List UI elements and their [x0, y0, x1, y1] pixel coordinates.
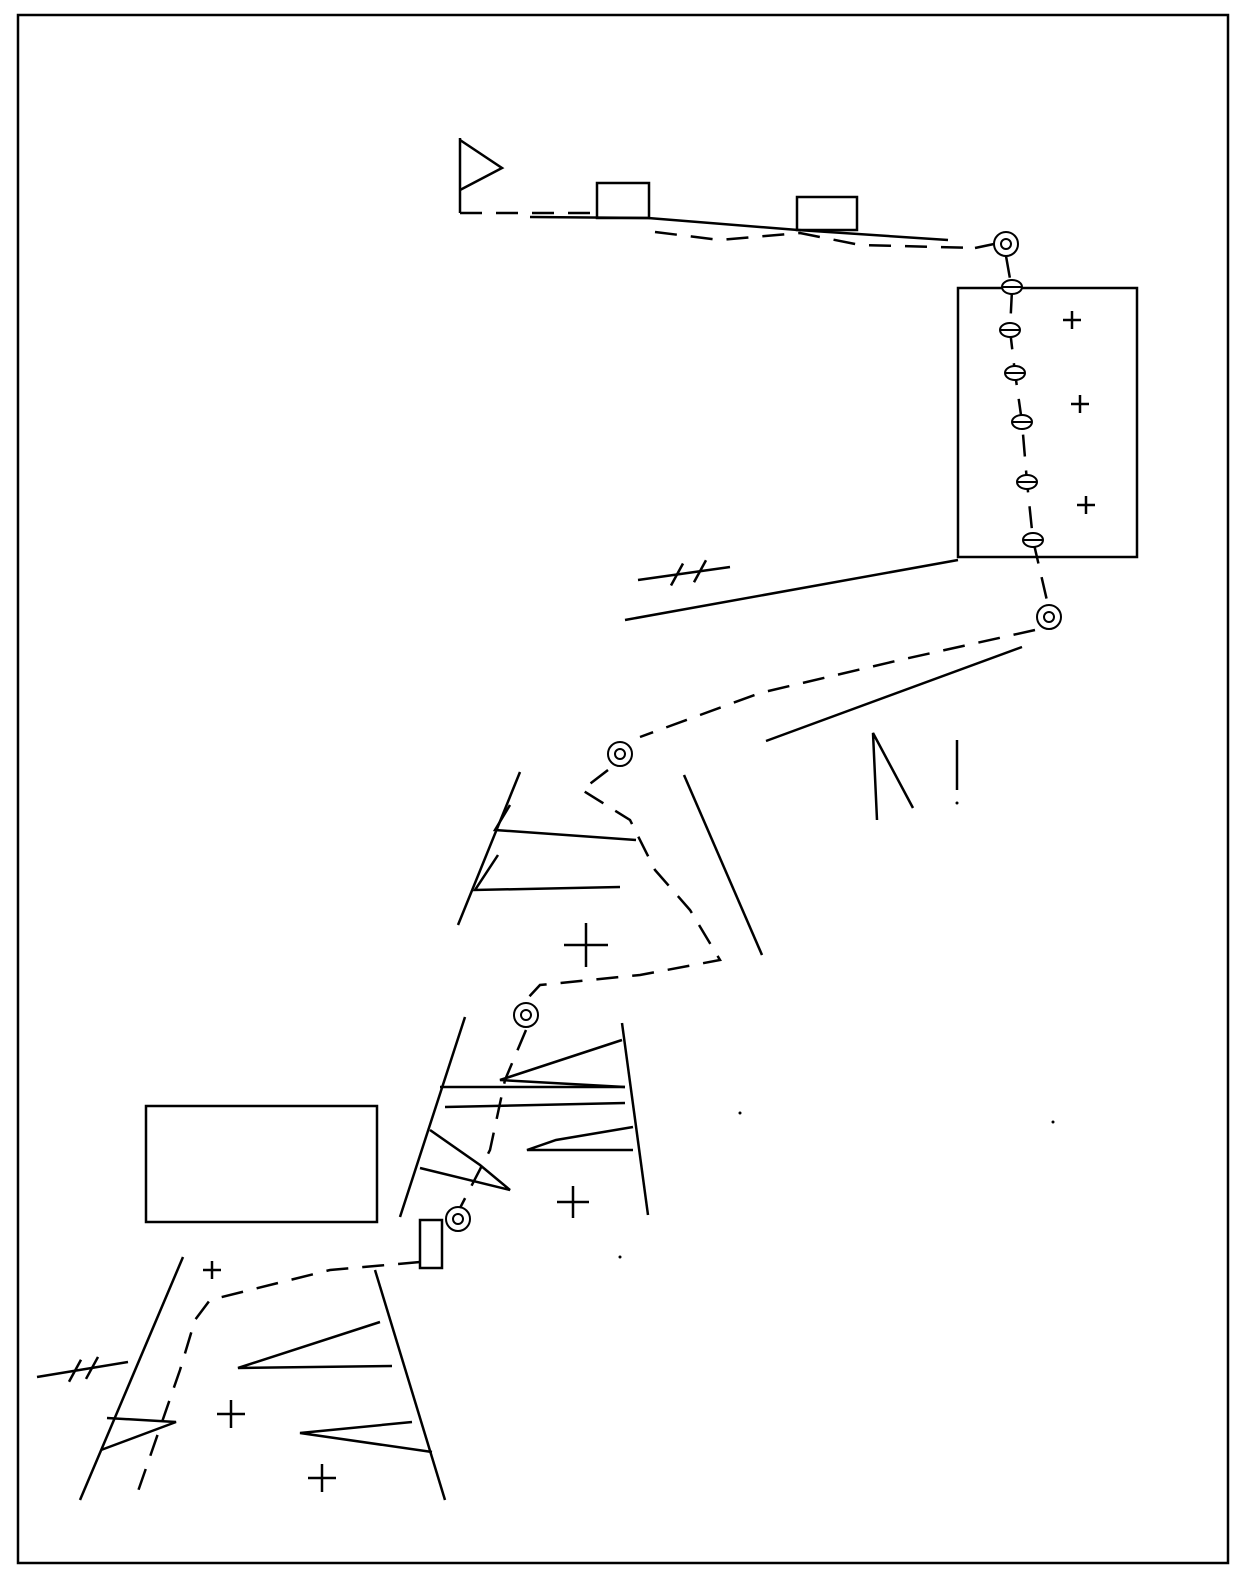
- wall-line: [620, 1022, 650, 1216]
- hatch-symbol-icon: [67, 1359, 83, 1383]
- building-box: [795, 195, 859, 232]
- dashed-route: [525, 769, 722, 1001]
- large-rect-area: [144, 1104, 379, 1224]
- hatch-symbol-icon: [669, 562, 685, 587]
- wall-line: [398, 1016, 467, 1218]
- small-rect-marker: [418, 1218, 444, 1270]
- wall-line: [682, 774, 764, 956]
- slope-triangle-icon: [299, 1420, 433, 1454]
- survey-station-icon: [513, 1002, 539, 1028]
- survey-station-icon: [993, 231, 1019, 257]
- wall-line: [78, 1256, 185, 1501]
- slope-triangle-icon: [444, 1101, 626, 1109]
- north-arrow-icon: [871, 732, 915, 821]
- hatch-symbol-icon: [692, 559, 708, 583]
- wall-line: [624, 558, 959, 622]
- dot-marker: [1051, 1120, 1055, 1124]
- building-box: [595, 181, 651, 220]
- hatch-symbol-icon: [36, 1360, 129, 1379]
- slope-triangle-icon: [492, 804, 637, 842]
- wall-line: [456, 771, 522, 926]
- dashed-route: [458, 1029, 528, 1209]
- slope-triangle-icon: [100, 1416, 177, 1452]
- dashed-route: [654, 230, 976, 250]
- slope-triangle-icon: [499, 1038, 626, 1089]
- dashed-route: [133, 1260, 421, 1501]
- survey-station-icon: [1036, 604, 1062, 630]
- station-bead-icon: [1022, 532, 1044, 548]
- station-bead-icon: [1001, 279, 1023, 295]
- dot-marker: [738, 1111, 742, 1115]
- slope-triangle-icon: [237, 1320, 393, 1370]
- map-frame: [16, 13, 1230, 1565]
- wall-line: [765, 645, 1023, 743]
- survey-station-icon: [445, 1206, 471, 1232]
- dot-marker: [955, 801, 959, 805]
- hatch-symbol-icon: [84, 1356, 100, 1380]
- wall-line: [529, 215, 949, 242]
- hatch-symbol-icon: [637, 565, 731, 582]
- flag-icon: [459, 138, 505, 192]
- station-bead-icon: [1004, 365, 1026, 381]
- station-bead-icon: [999, 322, 1021, 338]
- dot-marker: [618, 1255, 622, 1259]
- dashed-route: [639, 628, 1036, 739]
- slope-triangle-icon: [419, 1128, 511, 1192]
- large-rect-area: [956, 286, 1139, 559]
- survey-station-icon: [607, 741, 633, 767]
- station-bead-icon: [1016, 474, 1038, 490]
- station-bead-icon: [1011, 414, 1033, 430]
- dashed-route: [1004, 255, 1050, 606]
- wall-line: [373, 1269, 447, 1501]
- slope-triangle-icon: [526, 1125, 634, 1152]
- slope-triangle-icon: [472, 854, 621, 892]
- connector: [974, 242, 995, 250]
